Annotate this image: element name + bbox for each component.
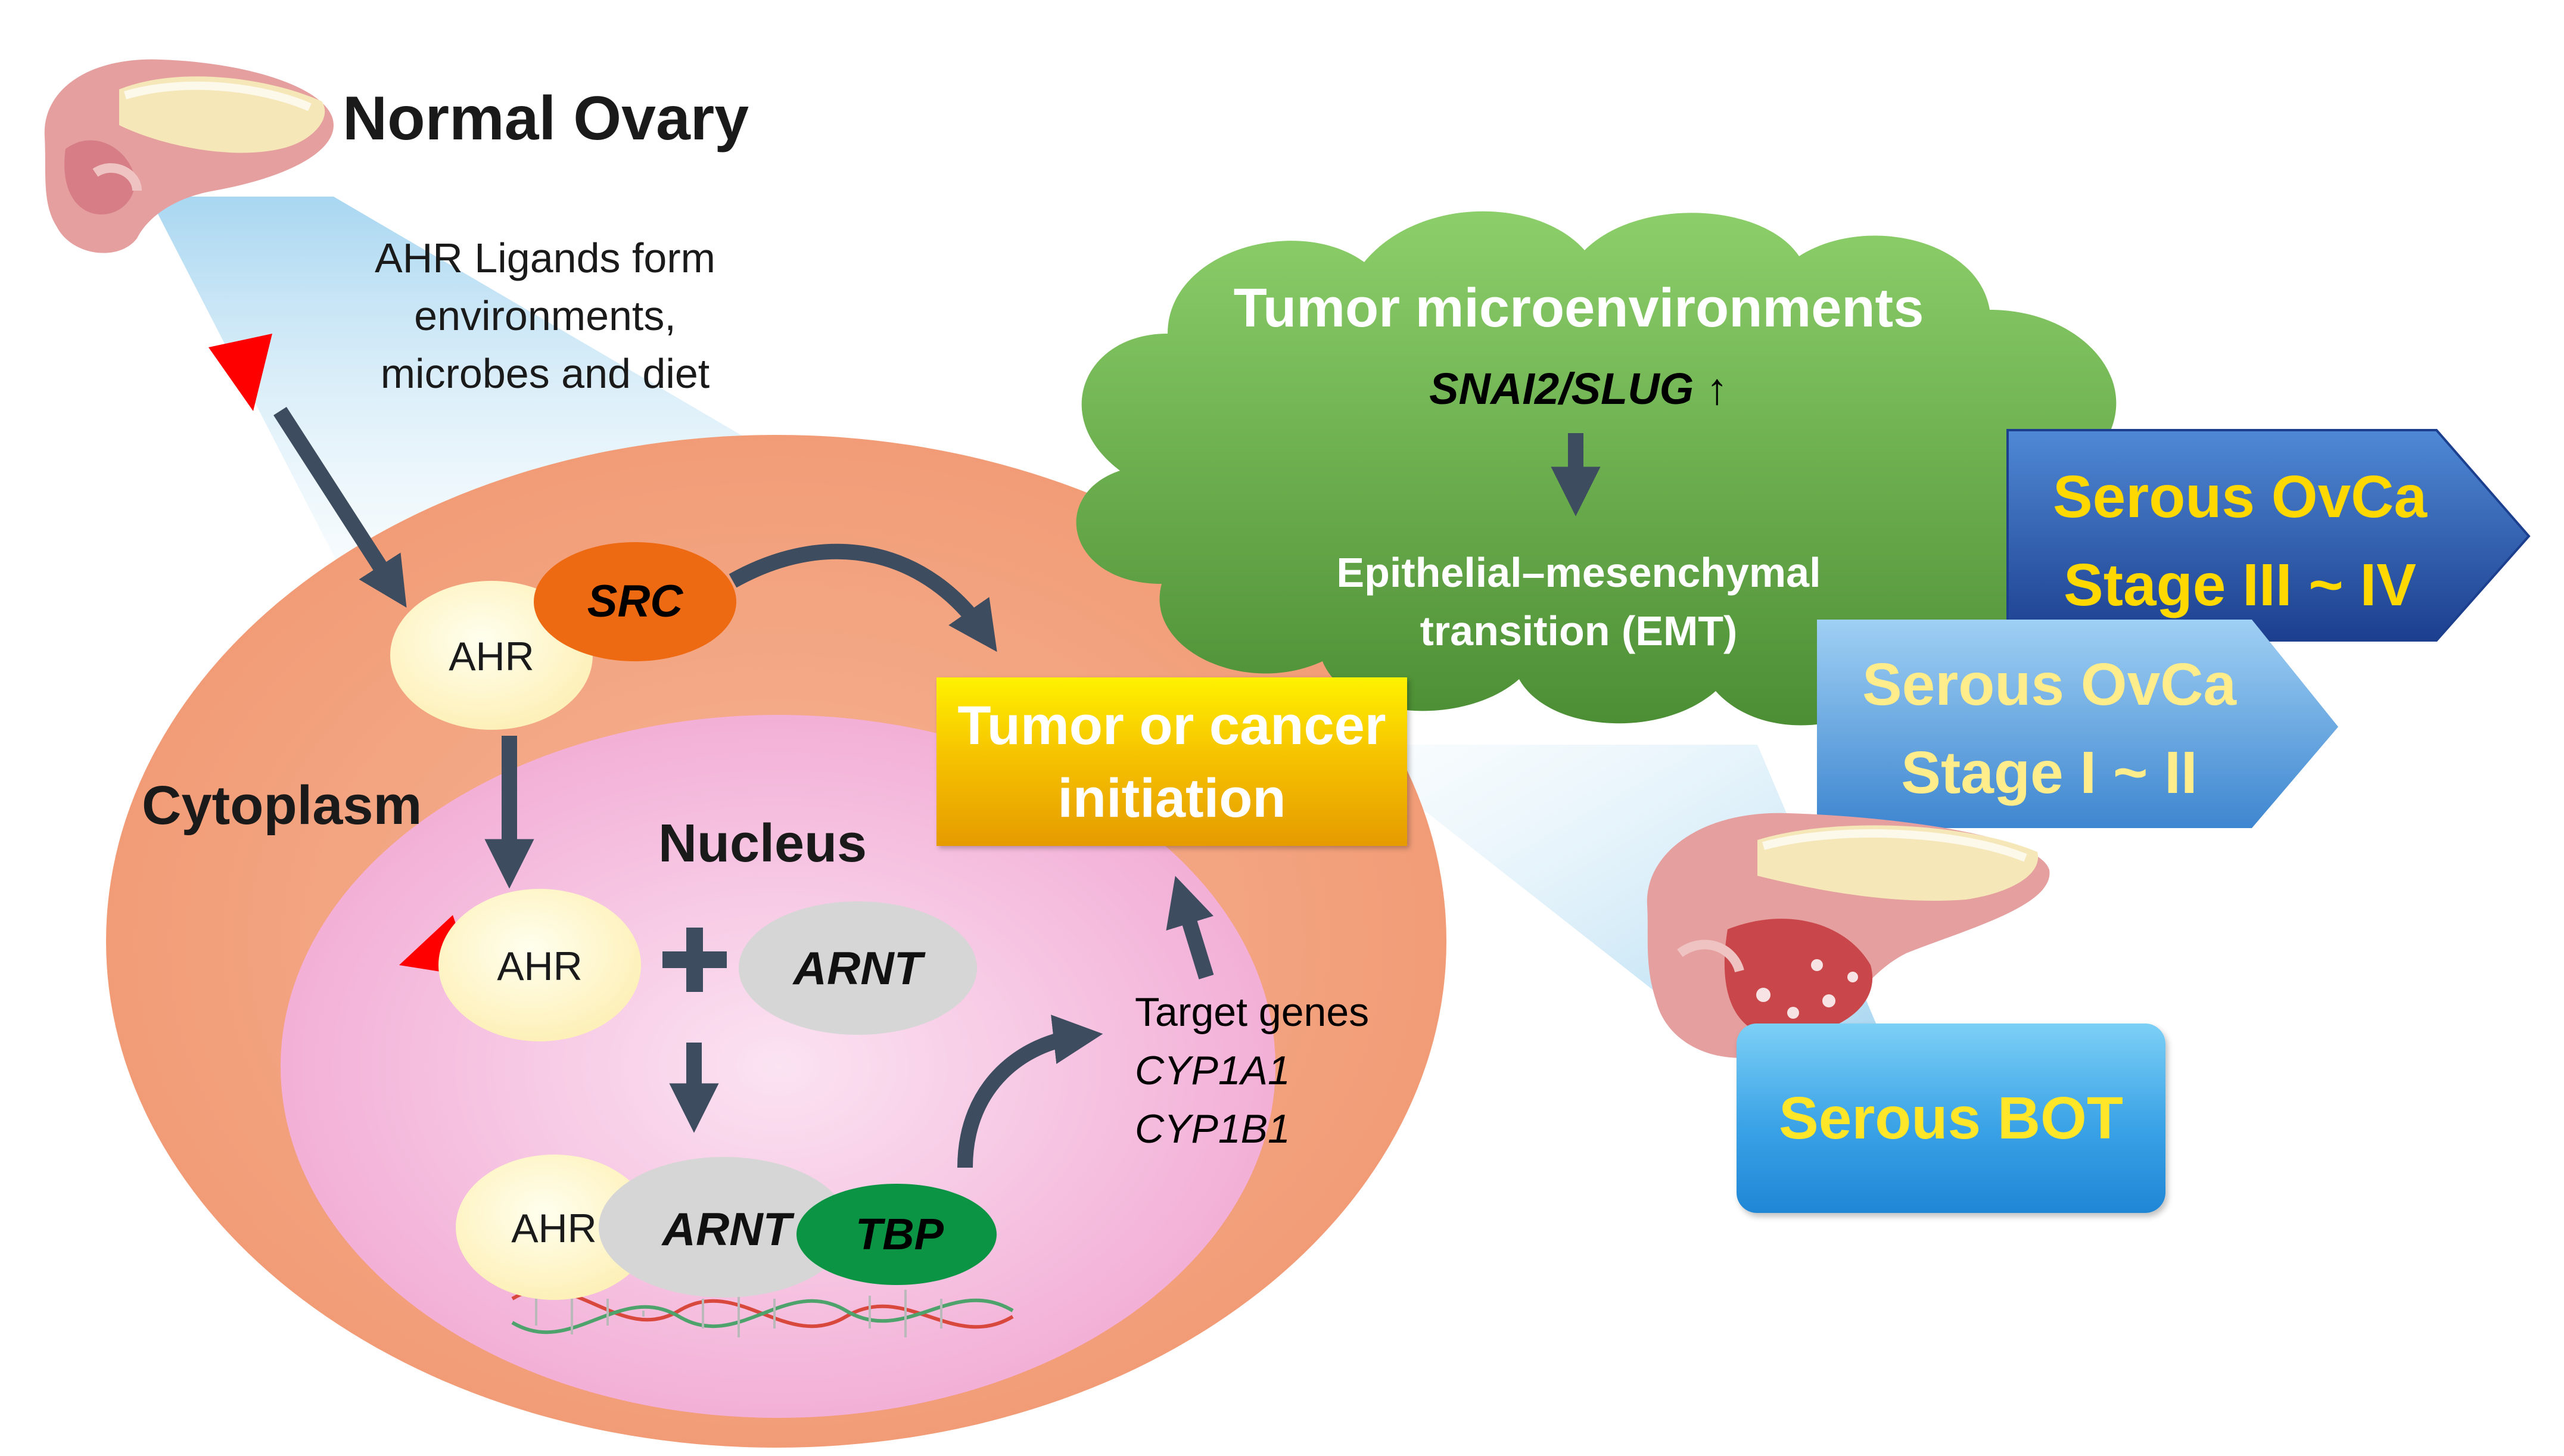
nucleus-label: Nucleus bbox=[658, 814, 867, 873]
ligand-triangle-top bbox=[209, 334, 272, 411]
ahr-complex-label: AHR bbox=[511, 1206, 597, 1251]
ligands-line-1: AHR Ligands form bbox=[375, 235, 715, 281]
pathway-arrows bbox=[273, 406, 1601, 1168]
ahr-nucleus bbox=[438, 889, 641, 1041]
arrow-genes-to-tumor bbox=[1166, 876, 1214, 979]
tbp-molecule bbox=[796, 1184, 997, 1285]
serous-bot-label: Serous BOT bbox=[1779, 1084, 2123, 1152]
stage-1-2-line-1: Serous OvCa bbox=[1862, 651, 2237, 718]
arnt-molecule bbox=[739, 901, 977, 1035]
arnt-complex-label: ARNT bbox=[661, 1203, 795, 1255]
src-label: SRC bbox=[587, 576, 684, 627]
ligands-line-3: microbes and diet bbox=[380, 350, 710, 397]
tbp-label: TBP bbox=[855, 1209, 944, 1259]
stage-3-4-line-2: Stage III ~ IV bbox=[2064, 552, 2416, 618]
ahr-complex bbox=[456, 1155, 652, 1300]
gene-cyp1b1: CYP1B1 bbox=[1135, 1106, 1290, 1152]
arnt-complex bbox=[599, 1157, 849, 1298]
plus-sign bbox=[662, 928, 727, 992]
tumor-initiation-box: Tumor or cancer initiation bbox=[936, 677, 1407, 846]
normal-ovary-title: Normal Ovary bbox=[343, 84, 749, 153]
gene-cyp1a1: CYP1A1 bbox=[1135, 1048, 1290, 1093]
stage-3-4-arrow bbox=[2006, 429, 2531, 642]
ahr-cytoplasm-label: AHR bbox=[449, 634, 534, 679]
bot-ovary-image bbox=[1647, 813, 2050, 1058]
arrow-src-to-tumor bbox=[729, 543, 997, 652]
arrow-ligand-to-ahr bbox=[273, 406, 407, 608]
src-molecule bbox=[534, 542, 736, 661]
emt-line-2: transition (EMT) bbox=[1420, 608, 1738, 654]
cytoplasm-label: Cytoplasm bbox=[142, 775, 422, 836]
target-genes-text: Target genes CYP1A1 CYP1B1 bbox=[1135, 983, 1369, 1158]
ahr-ligands-text: AHR Ligands form environments, microbes … bbox=[322, 229, 768, 403]
tumor-box-line-2: initiation bbox=[1057, 767, 1286, 829]
normal-ovary-image bbox=[44, 59, 334, 253]
arrow-tbp-to-genes bbox=[957, 1015, 1103, 1168]
stage-3-4-label: Serous OvCa Stage III ~ IV bbox=[2008, 453, 2472, 629]
stage-1-2-label: Serous OvCa Stage I ~ II bbox=[1817, 640, 2282, 817]
target-genes-heading: Target genes bbox=[1135, 990, 1370, 1035]
stage-1-2-arrow bbox=[1817, 620, 2338, 828]
ahr-nucleus-label: AHR bbox=[497, 944, 583, 989]
tumor-microenvironment-cloud bbox=[1076, 211, 2140, 726]
stage-3-4-line-1: Serous OvCa bbox=[2052, 463, 2428, 530]
snai2-slug-marker: SNAI2/SLUG ↑ bbox=[1429, 364, 1728, 413]
emt-text: Epithelial–mesenchymal transition (EMT) bbox=[1281, 543, 1877, 660]
tumor-microenvironments-title: Tumor microenvironments bbox=[1233, 278, 1924, 338]
arnt-label: ARNT bbox=[792, 942, 926, 994]
ligands-line-2: environments, bbox=[414, 293, 676, 339]
tumor-box-line-1: Tumor or cancer bbox=[957, 695, 1386, 756]
serous-bot-box: Serous BOT bbox=[1737, 1023, 2165, 1213]
emt-line-1: Epithelial–mesenchymal bbox=[1336, 549, 1821, 596]
dna-helix-image bbox=[511, 1287, 1014, 1337]
stage-1-2-line-2: Stage I ~ II bbox=[1901, 739, 2198, 806]
